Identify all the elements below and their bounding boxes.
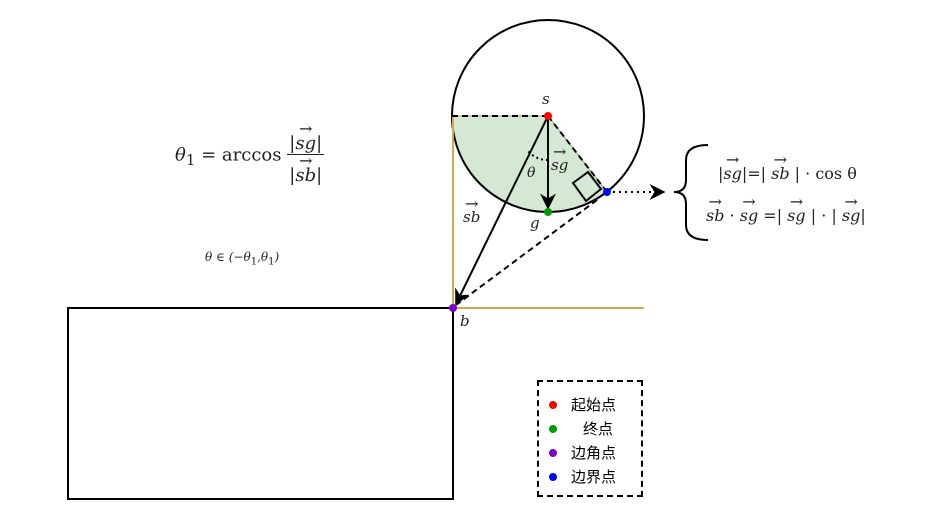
label-vector-sb: sb	[463, 200, 480, 226]
legend-label: 边界点	[571, 468, 617, 486]
blue-dot-icon	[549, 472, 557, 481]
formula-theta1: θ1 = arccos |sg||sb|	[175, 125, 325, 186]
label-s: s	[542, 90, 550, 108]
legend-item-boundary: 边界点	[549, 466, 616, 487]
label-vector-sg: sg	[551, 148, 568, 174]
vector-sb-arrow	[455, 115, 549, 306]
label-theta: θ	[527, 165, 536, 181]
boundary-point	[603, 188, 611, 196]
red-dot-icon	[549, 400, 557, 409]
legend-item-corner: 边角点	[549, 442, 616, 463]
green-dot-icon	[549, 424, 557, 433]
corner-point	[449, 304, 457, 312]
legend-item-start: 起始点	[549, 394, 616, 415]
label-b: b	[460, 312, 470, 330]
legend-item-end: 终点	[549, 418, 613, 439]
equation-line-2: sb · sg =| sg | · | sg|	[706, 198, 866, 225]
purple-dot-icon	[549, 448, 557, 457]
right-angle-marker	[571, 170, 603, 203]
curly-brace	[673, 144, 709, 241]
legend-label: 边角点	[571, 444, 617, 462]
legend: 起始点 终点 边角点 边界点	[537, 380, 643, 497]
theta-range: θ ∈ (−θ1,θ1)	[205, 250, 280, 268]
end-point	[544, 208, 552, 216]
obstacle-rectangle	[67, 307, 454, 500]
dashed-radius-boundary	[547, 115, 608, 193]
legend-label: 终点	[583, 420, 614, 438]
label-g: g	[530, 214, 540, 232]
start-point	[544, 112, 552, 120]
equation-line-1: |sg|=| sb | · cos θ	[718, 156, 857, 183]
legend-label: 起始点	[571, 396, 617, 414]
